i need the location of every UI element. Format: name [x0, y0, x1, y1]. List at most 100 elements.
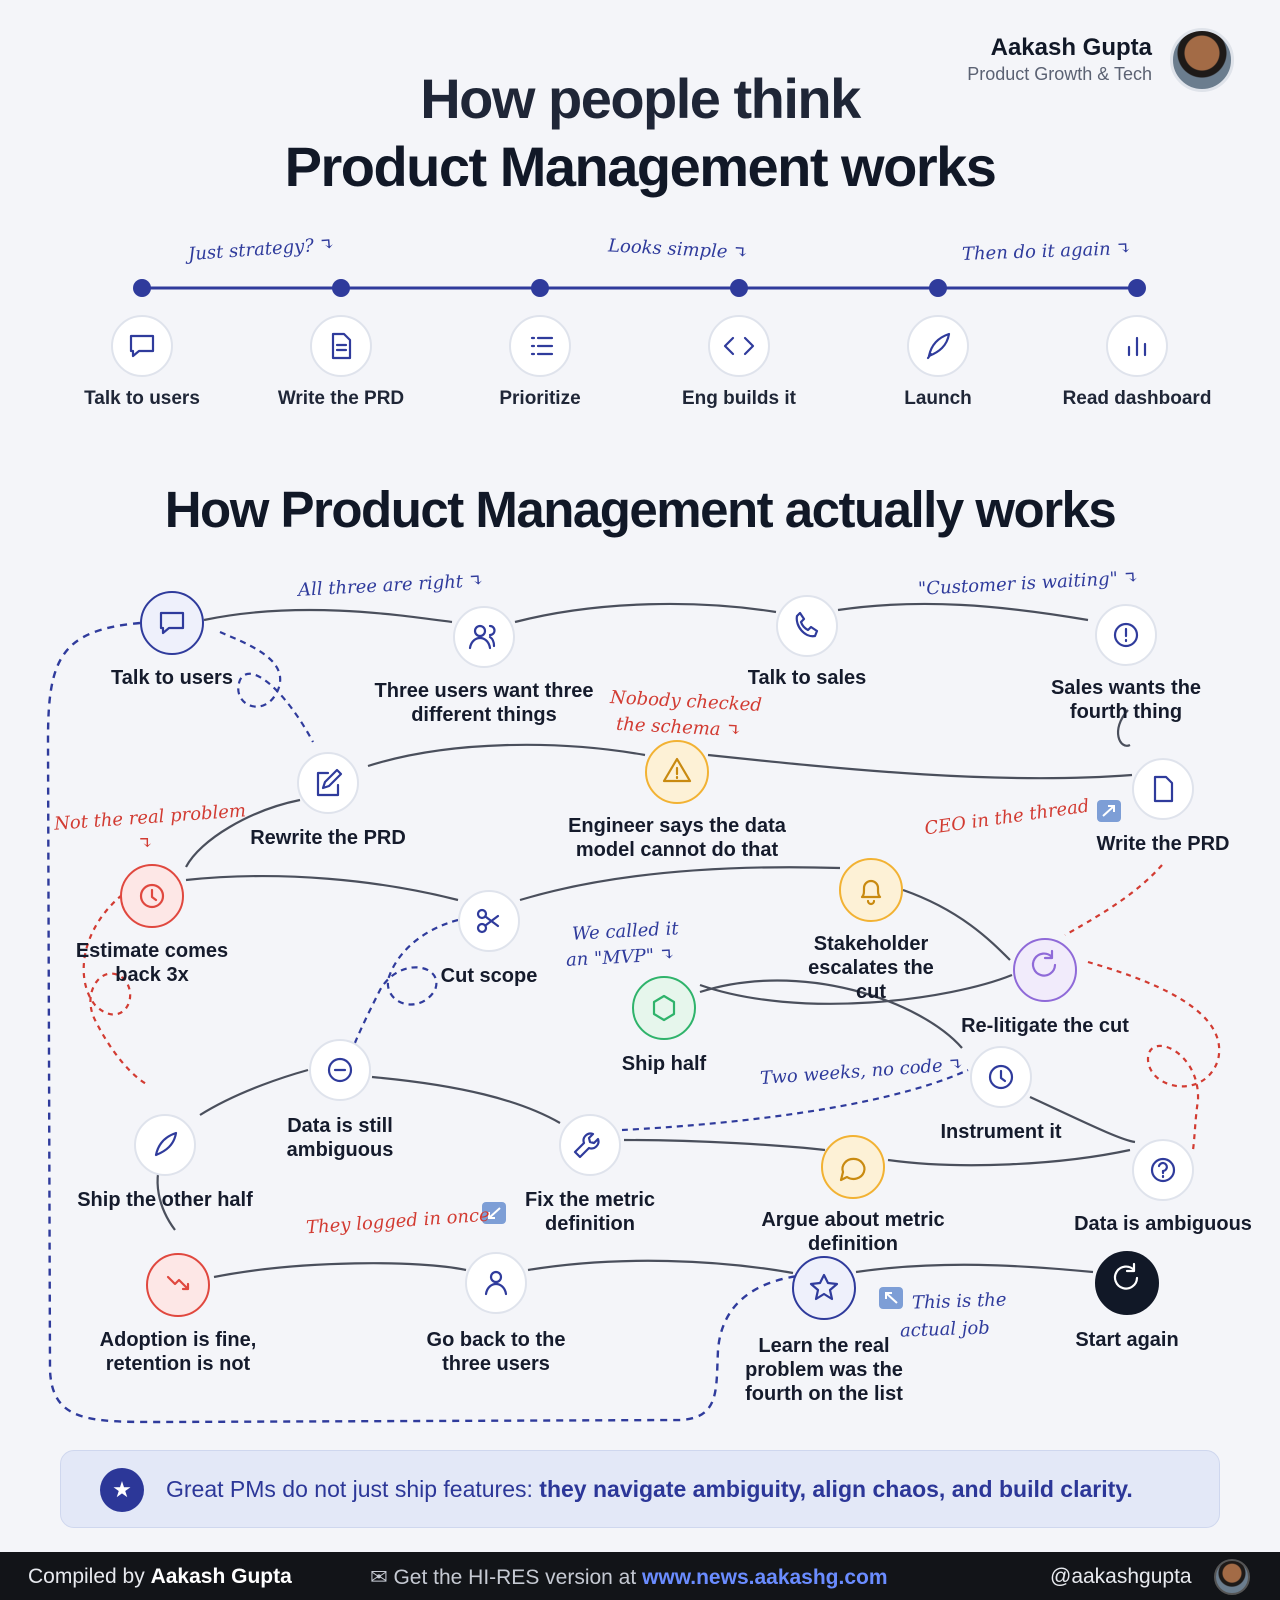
connector — [213, 1262, 467, 1279]
wrench-icon — [573, 1132, 600, 1159]
footer — [0, 1552, 1280, 1600]
rocket-icon — [154, 1131, 178, 1157]
node-cut-scope — [458, 890, 520, 952]
dashed-connector — [219, 630, 314, 743]
arrow-up-right-icon — [1102, 805, 1115, 817]
connector — [185, 875, 459, 902]
clock-icon — [988, 1064, 1014, 1090]
refresh-icon — [1113, 1262, 1139, 1290]
step-circle — [907, 315, 969, 377]
banner-bold: they navigate ambiguity, align chaos, an… — [539, 1476, 1133, 1502]
node-fix-metric — [559, 1114, 621, 1176]
node-relitigate — [1013, 938, 1077, 1002]
label-three-users: Three users want three different things — [374, 680, 594, 726]
red-dashed-connector — [1087, 960, 1221, 1151]
takeaway-banner — [60, 1450, 1220, 1528]
step-label: Launch — [904, 388, 972, 409]
timeline-dot — [730, 279, 748, 297]
edit-icon — [316, 768, 343, 797]
red-dashed-connector — [1064, 864, 1163, 936]
step-label: Eng builds it — [682, 388, 796, 409]
connector — [185, 798, 301, 868]
footer-compiled: Compiled by Aakash Gupta — [28, 1565, 292, 1589]
chat-icon — [839, 1157, 866, 1182]
timeline-dot — [929, 279, 947, 297]
label-stakeholder: Stakeholder escalates the cut — [808, 933, 934, 1003]
timeline-dot — [531, 279, 549, 297]
connector — [887, 1148, 1131, 1167]
rocket-icon — [926, 332, 951, 360]
node-three-users — [453, 606, 515, 668]
outer-loop-dashed — [46, 621, 806, 1424]
node-start-again — [1095, 1251, 1159, 1315]
label-sales-fourth: Sales wants the fourth thing — [1050, 677, 1202, 723]
step-circle — [111, 315, 173, 377]
label-start-again: Start again — [1075, 1329, 1179, 1351]
footer-avatar — [1214, 1559, 1250, 1595]
timeline-dot — [1128, 279, 1146, 297]
dashed-connector — [621, 1068, 969, 1132]
scissors-icon — [476, 908, 500, 934]
users-icon — [468, 624, 496, 650]
red-dashed-connector — [82, 894, 149, 1086]
footer-handle[interactable]: @aakashgupta — [1050, 1565, 1192, 1588]
perceived-timeline — [111, 279, 1168, 377]
star-icon — [809, 1273, 839, 1301]
code-icon — [723, 336, 755, 356]
label-talk-sales: Talk to sales — [747, 667, 867, 689]
label-data-ambiguous: Data is ambiguous — [1074, 1213, 1252, 1235]
author-name: Aakash Gupta — [990, 34, 1152, 61]
step-label: Write the PRD — [277, 388, 405, 409]
connector — [699, 979, 963, 1049]
connector — [367, 743, 646, 768]
document-icon — [1153, 775, 1174, 803]
annotation-actual-job: This is the — [911, 1289, 1007, 1314]
label-relitigate: Re-litigate the cut — [961, 1015, 1129, 1037]
dashed-connector — [350, 918, 459, 1051]
annotation-not-real-problem-arrow: ↴ — [138, 833, 154, 854]
warning-icon — [662, 757, 692, 783]
node-ship-half — [632, 976, 696, 1040]
chat-icon — [159, 611, 185, 635]
connector — [1116, 709, 1131, 747]
annotation-actual-job-2: actual job — [899, 1317, 991, 1342]
bar-chart-icon — [1127, 336, 1147, 357]
author-avatar — [1170, 28, 1234, 92]
connector — [623, 1138, 826, 1152]
label-cut-scope: Cut scope — [440, 965, 538, 987]
node-talk-sales — [776, 595, 838, 657]
connector — [519, 866, 841, 902]
list-icon — [530, 336, 554, 356]
arrow-up-left-icon — [885, 1292, 898, 1304]
banner-prefix: Great PMs do not just ship features: — [166, 1476, 540, 1502]
footer-hires-link[interactable]: www.news.aakashg.com — [642, 1566, 888, 1589]
label-estimate: Estimate comes back 3x — [75, 940, 229, 986]
arrow-down-left-icon — [488, 1207, 501, 1219]
chat-icon — [129, 334, 155, 358]
actual-flow-diagram — [46, 591, 1221, 1424]
document-icon — [331, 332, 352, 360]
hexagon-icon — [652, 994, 676, 1022]
connector — [902, 888, 1011, 961]
connector — [371, 1075, 561, 1124]
footer-hires: ✉ Get the HI-RES version at www.news.aak… — [370, 1565, 888, 1590]
step-label: Read dashboard — [1062, 388, 1212, 409]
label-engineer-says: Engineer says the data model cannot do t… — [568, 815, 786, 861]
label-ship-other: Ship the other half — [77, 1189, 253, 1211]
connector — [203, 608, 453, 624]
label-go-back: Go back to the three users — [426, 1329, 566, 1375]
star-icon: ★ — [100, 1468, 144, 1512]
minus-circle-icon — [327, 1057, 353, 1083]
alert-circle-icon — [1113, 622, 1139, 648]
label-adoption: Adoption is fine, retention is not — [99, 1329, 257, 1375]
arrow-badges — [482, 800, 1121, 1309]
node-learn-real — [792, 1256, 856, 1320]
node-adoption — [146, 1253, 210, 1317]
phone-icon — [795, 611, 819, 638]
question-icon — [1150, 1157, 1176, 1183]
label-write-prd: Write the PRD — [1096, 833, 1230, 855]
step-circle — [708, 315, 770, 377]
label-ship-half: Ship half — [621, 1053, 707, 1075]
node-write-prd — [1132, 758, 1194, 820]
connector — [837, 602, 1089, 622]
